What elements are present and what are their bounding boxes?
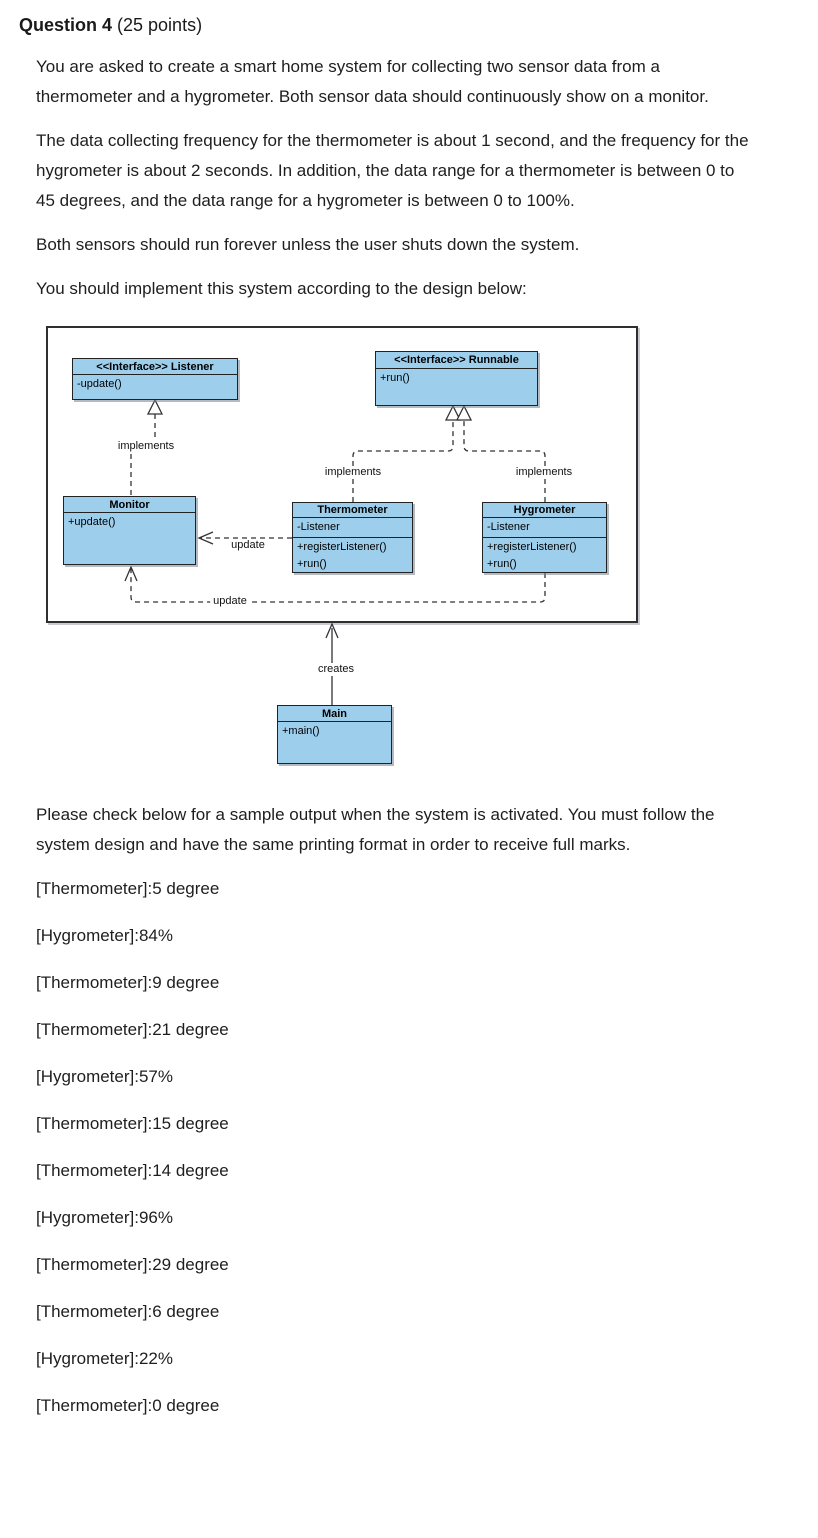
label-implements-hygrometer: implements bbox=[512, 466, 576, 479]
class-box-listener: <<Interface>> Listener -update() bbox=[72, 358, 238, 400]
class-title-thermometer: Thermometer bbox=[293, 503, 412, 518]
sample-output-line: [Thermometer]:15 degree bbox=[36, 1114, 229, 1133]
class-title-monitor: Monitor bbox=[64, 497, 195, 513]
diagram-frame bbox=[46, 326, 638, 623]
class-method: +registerListener() bbox=[487, 541, 577, 553]
class-box-hygrometer: Hygrometer -Listener +registerListener()… bbox=[482, 502, 607, 573]
label-implements-thermometer: implements bbox=[321, 466, 385, 479]
question-paragraph-2: The data collecting frequency for the th… bbox=[36, 131, 749, 210]
question-page: Question 4 (25 points) You are asked to … bbox=[0, 14, 818, 1420]
class-method: +run() bbox=[487, 558, 517, 570]
open-arrowhead-creates-icon bbox=[325, 622, 339, 639]
class-member: +main() bbox=[282, 725, 320, 737]
class-title-runnable: <<Interface>> Runnable bbox=[376, 352, 537, 369]
question-paragraph-1: You are asked to create a smart home sys… bbox=[36, 57, 709, 106]
class-method: +registerListener() bbox=[297, 541, 387, 553]
question-paragraph-4: You should implement this system accordi… bbox=[36, 279, 527, 298]
question-points: (25 points) bbox=[112, 15, 203, 35]
sample-output-line: [Thermometer]:14 degree bbox=[36, 1161, 229, 1180]
label-update-hygrometer: update bbox=[210, 595, 250, 608]
class-method: +run() bbox=[297, 558, 327, 570]
sample-output-line: [Hygrometer]:96% bbox=[36, 1208, 173, 1227]
sample-output-line: [Thermometer]:5 degree bbox=[36, 879, 220, 898]
question-number: Question 4 bbox=[19, 15, 113, 35]
page-title: Question 4 (25 points) bbox=[19, 14, 818, 36]
sample-output-line: [Thermometer]:9 degree bbox=[36, 973, 220, 992]
label-update-thermometer: update bbox=[228, 539, 268, 552]
class-methods: +registerListener() +run() bbox=[483, 538, 606, 572]
sample-output-line: [Hygrometer]:57% bbox=[36, 1067, 173, 1086]
class-box-monitor: Monitor +update() bbox=[63, 496, 196, 565]
sample-output-line: [Thermometer]:29 degree bbox=[36, 1255, 229, 1274]
sample-output-line: [Thermometer]:21 degree bbox=[36, 1020, 229, 1039]
class-member: +run() bbox=[380, 372, 410, 384]
class-box-thermometer: Thermometer -Listener +registerListener(… bbox=[292, 502, 413, 573]
class-title-hygrometer: Hygrometer bbox=[483, 503, 606, 518]
question-paragraph-3: Both sensors should run forever unless t… bbox=[36, 235, 580, 254]
label-creates: creates bbox=[314, 663, 358, 676]
sample-output-line: [Hygrometer]:84% bbox=[36, 926, 173, 945]
sample-output-line: [Thermometer]:0 degree bbox=[36, 1396, 220, 1415]
class-methods: +registerListener() +run() bbox=[293, 538, 412, 572]
uml-diagram: <<Interface>> Listener -update() <<Inter… bbox=[0, 320, 818, 770]
class-field: -Listener bbox=[483, 518, 606, 538]
class-title-listener: <<Interface>> Listener bbox=[73, 359, 237, 375]
sample-output-line: [Hygrometer]:22% bbox=[36, 1349, 173, 1368]
class-box-main: Main +main() bbox=[277, 705, 392, 764]
class-field: -Listener bbox=[293, 518, 412, 538]
sample-output-line: [Thermometer]:6 degree bbox=[36, 1302, 220, 1321]
class-member: -update() bbox=[77, 378, 122, 390]
label-implements-listener: implements bbox=[114, 440, 178, 453]
class-member: +update() bbox=[68, 516, 116, 528]
class-title-main: Main bbox=[278, 706, 391, 722]
class-box-runnable: <<Interface>> Runnable +run() bbox=[375, 351, 538, 406]
sample-output-intro: Please check below for a sample output w… bbox=[36, 805, 715, 854]
